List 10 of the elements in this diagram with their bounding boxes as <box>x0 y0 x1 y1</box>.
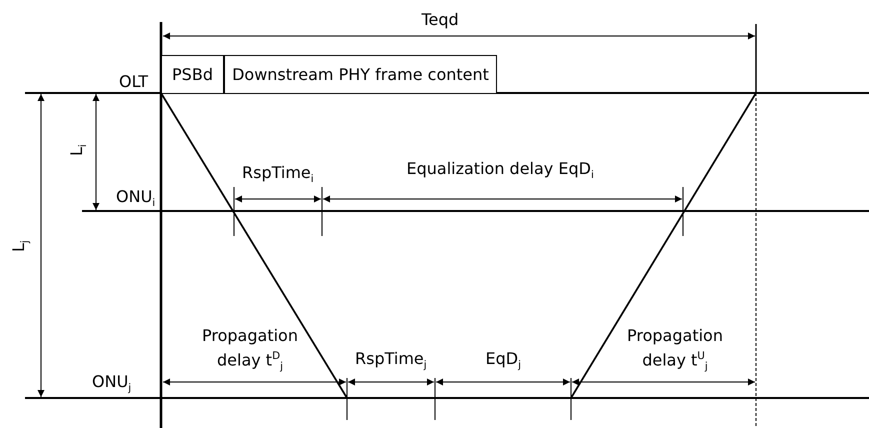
time-label: Teqd <box>422 10 459 30</box>
line-label: OLT <box>119 72 148 92</box>
frame-field-box: PSBd <box>161 55 224 94</box>
dimension-label: Equalization delay EqD$_{i}$ <box>406 159 594 184</box>
dimension-label: EqD$_{j}$ <box>486 349 521 374</box>
frame-field-box: Downstream PHY frame content <box>224 55 497 94</box>
dimension-label: RspTime$_{j}$ <box>355 349 427 374</box>
dimension-label: RspTime$_{i}$ <box>242 163 314 188</box>
line-label: ONU$_{i}$ <box>116 187 156 212</box>
line-label: ONU$_{j}$ <box>92 372 132 396</box>
